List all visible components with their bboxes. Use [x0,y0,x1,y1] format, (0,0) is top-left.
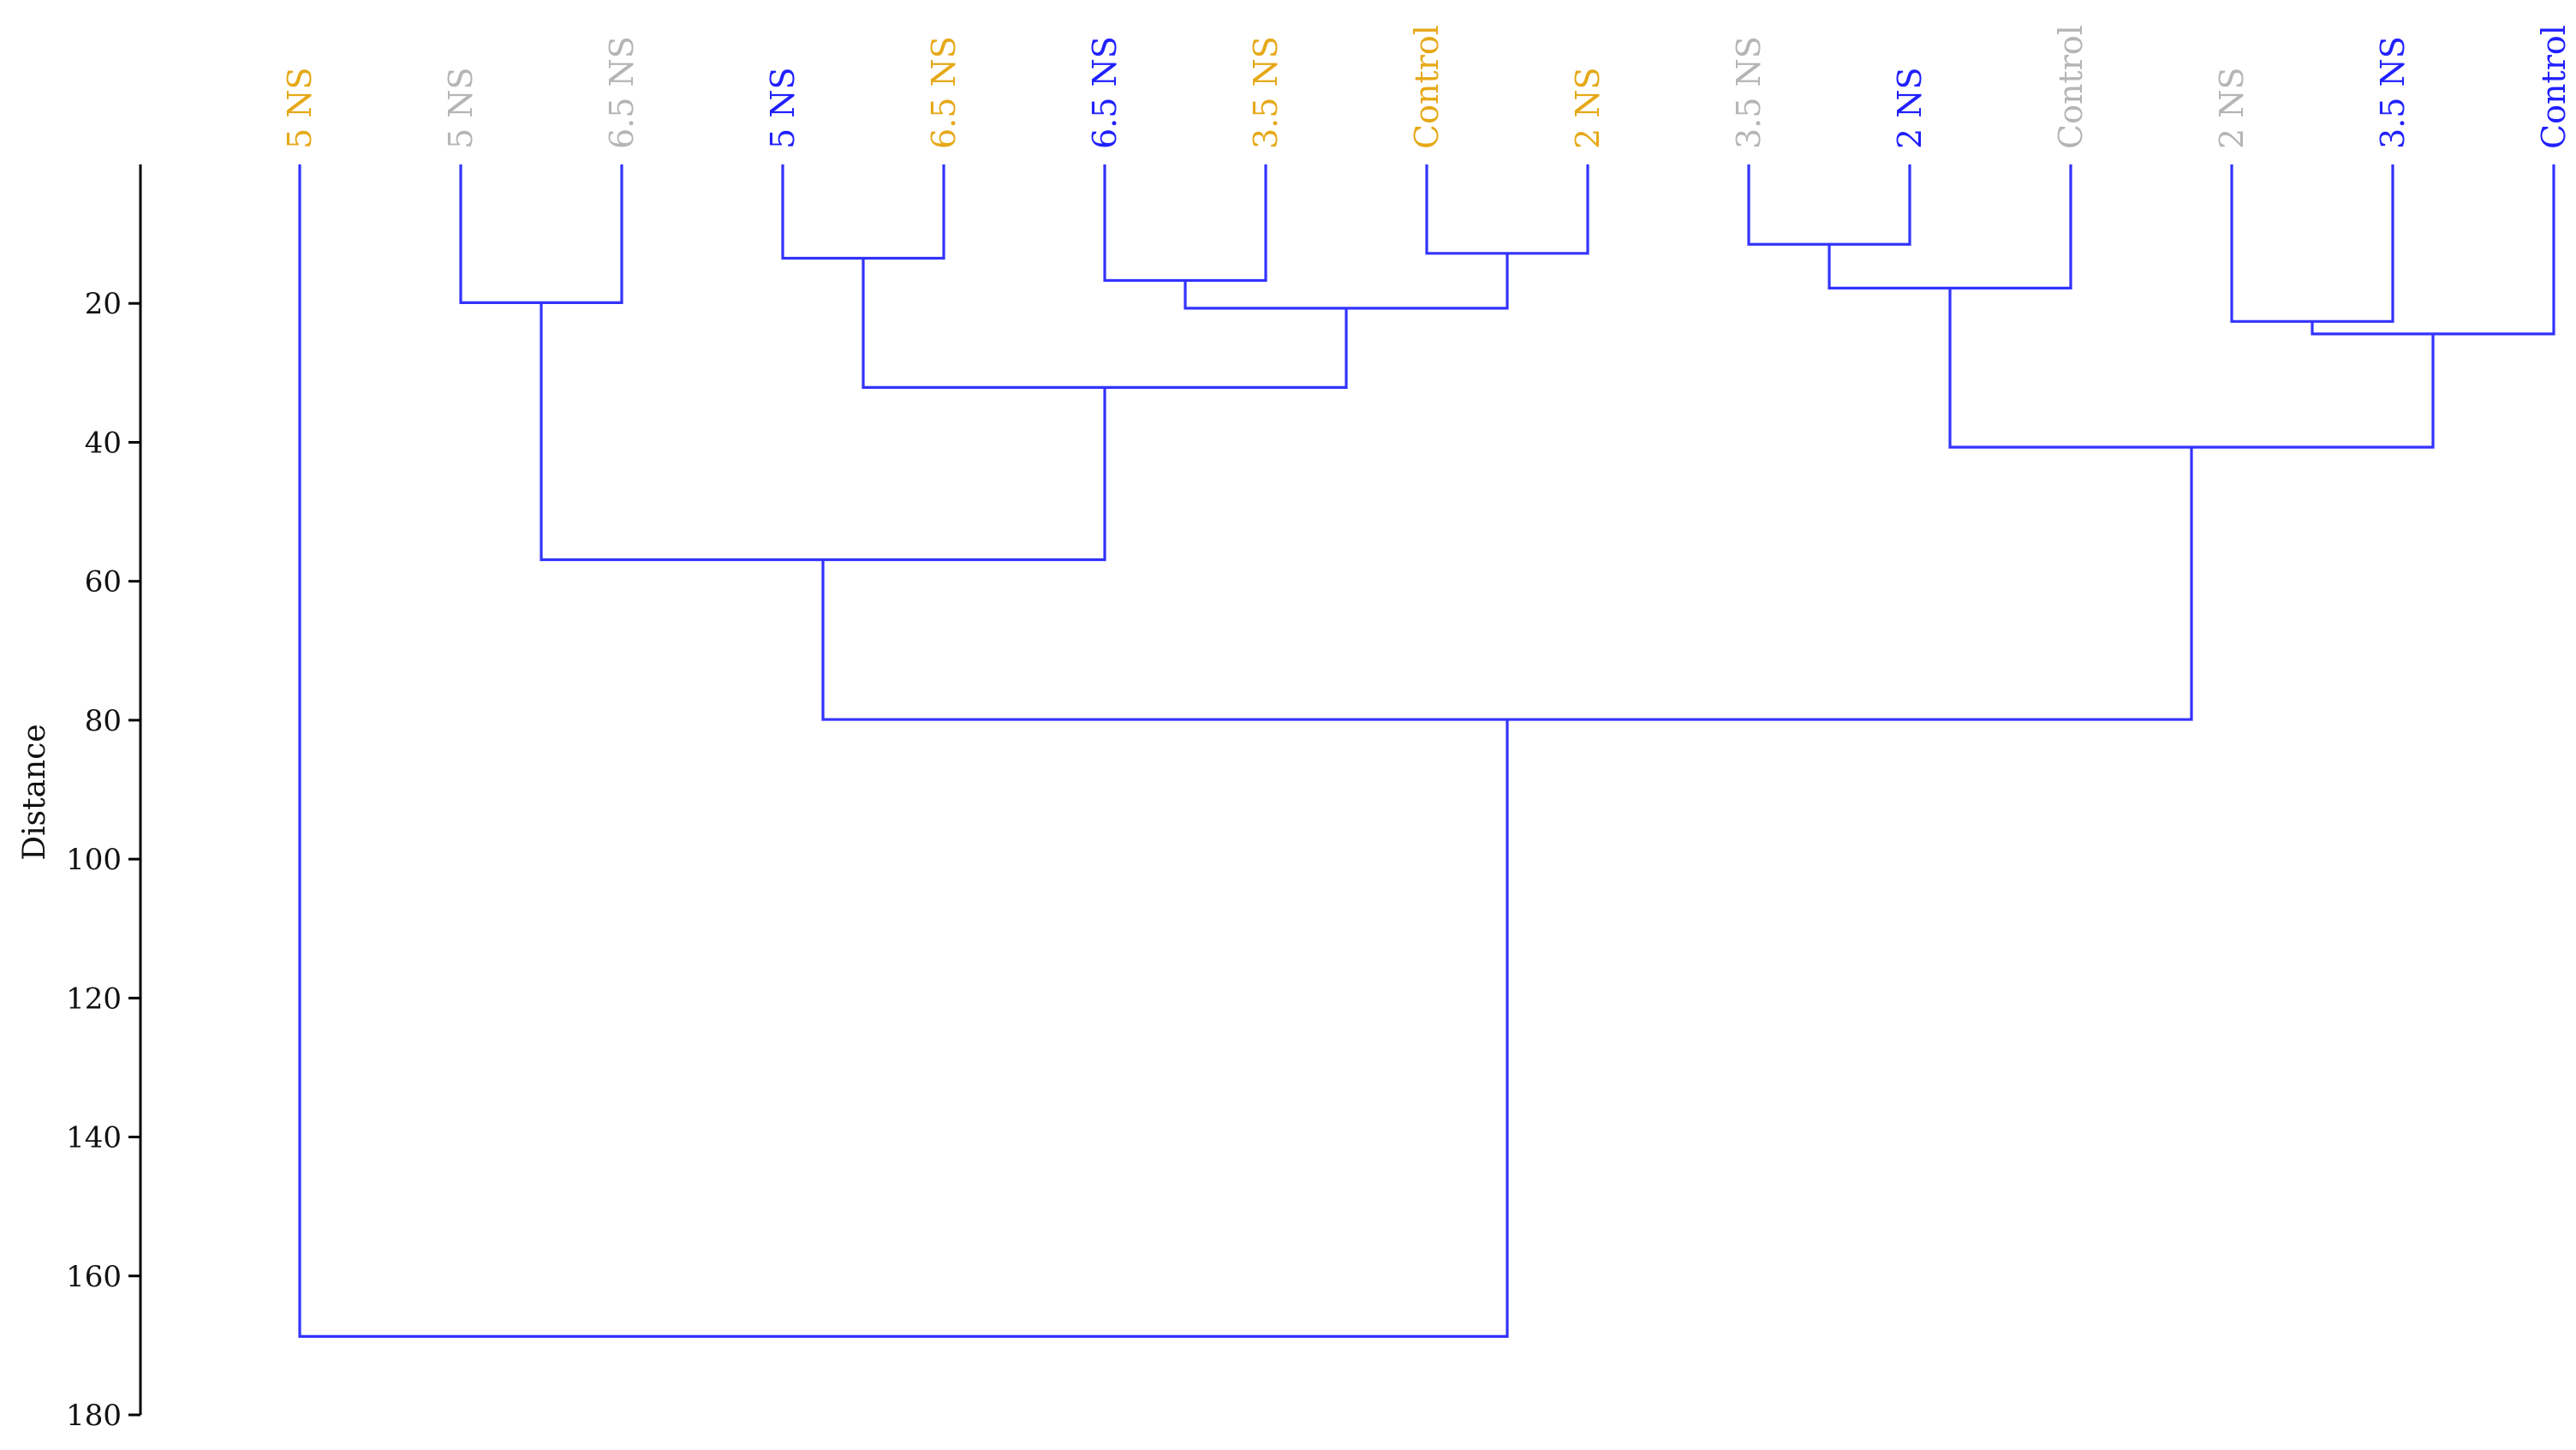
dendrogram-link [2311,164,2555,336]
leaf-label: 6.5 NS [603,36,641,149]
dendrogram-links [298,164,2555,1338]
dendrogram-link [540,302,1106,562]
y-tick-label: 80 [85,704,122,738]
leaf-labels: 5 NS 5 NS 6.5 NS 5 NS 6.5 NS 6.5 NS 3.5 NS Cont… [281,25,2573,149]
y-tick-label: 40 [85,426,122,460]
leaf-label: 2 NS [2213,67,2251,149]
y-tick-label: 120 [66,982,122,1016]
dendrogram-link [459,164,623,305]
y-tick-label: 180 [66,1399,122,1433]
y-tick-label: 100 [66,843,122,877]
dendrogram-link [781,164,945,260]
dendrogram-link [1747,164,1911,246]
leaf-label: 5 NS [281,67,319,149]
y-tick-label: 60 [85,565,122,600]
y-tick-label: 160 [66,1260,122,1294]
leaf-label: 5 NS [764,67,802,149]
leaf-label: 2 NS [1569,67,1607,149]
leaf-label: Control [2535,25,2573,149]
y-axis-title: Distance [17,724,52,860]
dendrogram-link [2230,164,2394,323]
leaf-label: Control [1408,25,1446,149]
leaf-label: 2 NS [1891,67,1929,149]
leaf-label: 3.5 NS [2374,36,2412,149]
dendrogram-link [1948,288,2435,449]
dendrogram-link [298,164,1509,1338]
dendrogram-link [1828,164,2072,289]
leaf-label: 6.5 NS [1086,36,1124,149]
leaf-label: 6.5 NS [925,36,963,149]
leaf-label: 5 NS [442,67,480,149]
dendrogram-link [821,447,2193,721]
dendrogram-link [1425,164,1589,255]
dendrogram-link [1103,164,1267,283]
y-axis: 20 40 60 80 100 120 140 160 180 [66,164,142,1433]
y-tick-label: 140 [66,1121,122,1155]
leaf-label: Control [2052,25,2090,149]
y-tick-label: 20 [85,287,122,321]
leaf-label: 3.5 NS [1247,36,1285,149]
leaf-label: 3.5 NS [1730,36,1768,149]
